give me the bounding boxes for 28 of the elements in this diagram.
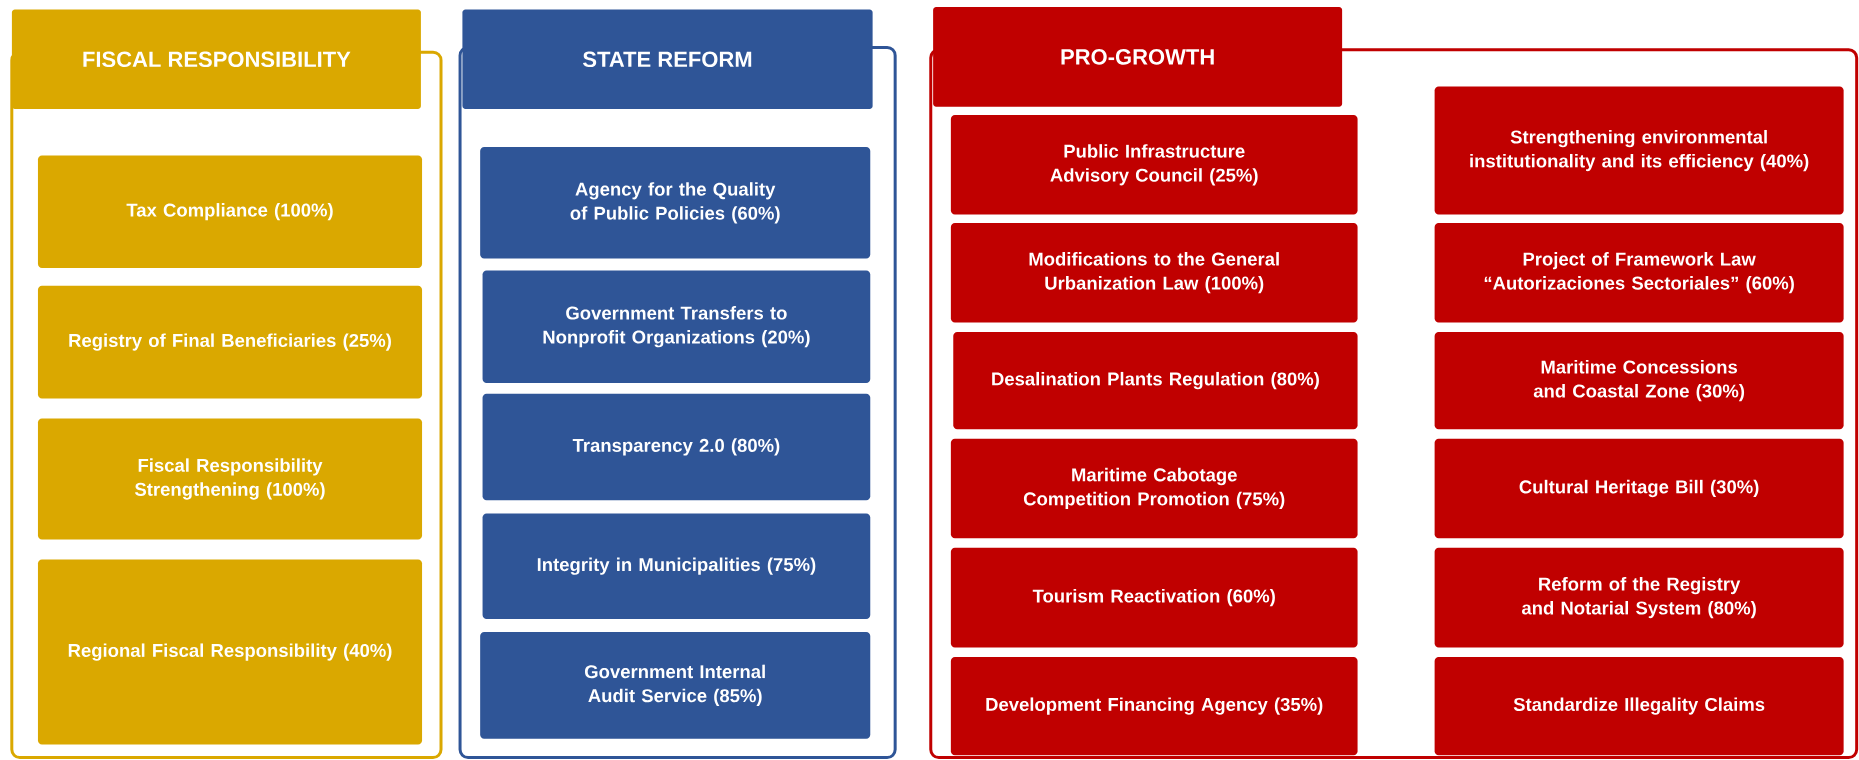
initiative-box: Public Infrastructure Advisory Council (25%) (950, 115, 1358, 215)
initiative-box: Transparency 2.0 (80%) (482, 393, 871, 501)
initiative-box: Development Financing Agency (35%) (950, 656, 1358, 756)
initiative-box: Project of Framework Law “Autorizaciones Sectoriales” (60%) (1434, 222, 1844, 323)
initiative-box: Maritime Concessions and Coastal Zone (30%) (1434, 332, 1844, 430)
initiative-box: Regional Fiscal Responsibility (40%) (37, 559, 423, 745)
node-label: Standardize Illegality Claims (1513, 697, 1765, 715)
initiative-box: Government Internal Audit Service (85%) (480, 631, 871, 739)
initiative-box: Fiscal Responsibility Strengthening (100%) (37, 418, 423, 540)
initiative-box: Desalination Plants Regulation (80%) (953, 332, 1358, 430)
node-label: STATE REFORM (582, 51, 752, 68)
initiative-box: Cultural Heritage Bill (30%) (1434, 438, 1844, 539)
initiative-box: Reform of the Registry and Notarial System (80%) (1434, 547, 1844, 648)
initiative-box: Agency for the Quality of Public Policies (60%) (480, 147, 871, 259)
initiative-box: Standardize Illegality Claims (1434, 656, 1844, 756)
node-label: Development Financing Agency (35%) (986, 697, 1323, 715)
initiative-box: Integrity in Municipalities (75%) (482, 513, 871, 619)
heading-tab: FISCAL RESPONSIBILITY (11, 9, 421, 110)
initiative-box: Strengthening environmental institutionality and its efficiency (40%) (1434, 86, 1844, 215)
initiative-box: Tourism Reactivation (60%) (950, 547, 1358, 648)
initiative-box: Modifications to the General Urbanization Law (100%) (950, 222, 1358, 323)
initiative-box: Government Transfers to Nonprofit Organizations (20%) (482, 270, 871, 383)
heading-tab: PRO-GROWTH (933, 7, 1343, 107)
initiative-box: Tax Compliance (100%) (37, 155, 423, 268)
initiative-box: Maritime Cabotage Competition Promotion (75%) (950, 438, 1358, 539)
heading-tab: STATE REFORM (462, 9, 873, 110)
initiative-box: Registry of Final Beneficiaries (25%) (37, 285, 423, 399)
node-label: PRO-GROWTH (1061, 49, 1214, 65)
